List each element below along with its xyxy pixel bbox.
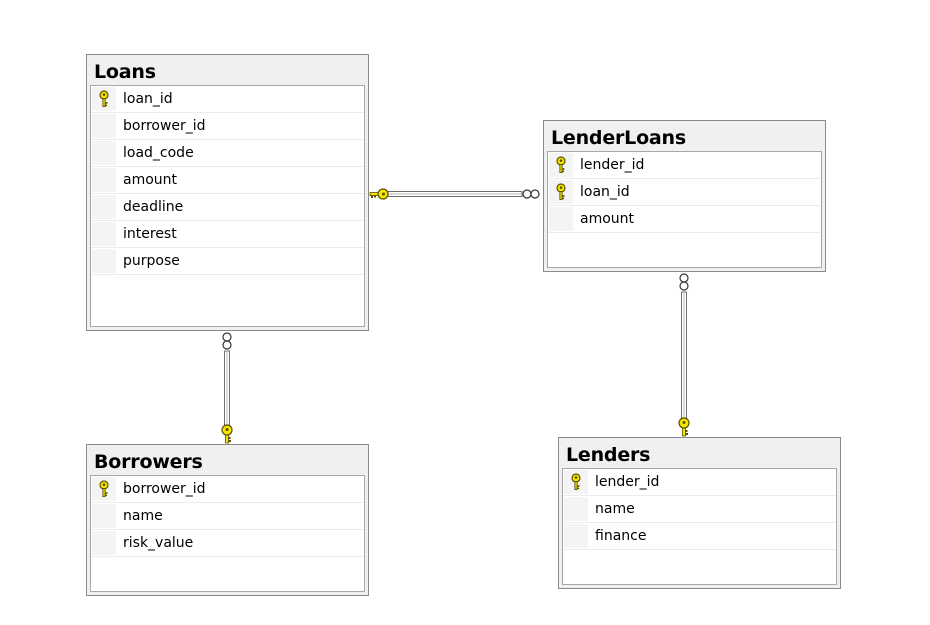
column-row[interactable]: lender_id (548, 152, 821, 179)
column-name: borrower_id (123, 481, 206, 497)
primary-key-icon (97, 480, 111, 498)
column-name: loan_id (580, 184, 630, 200)
column-name: lender_id (595, 474, 660, 490)
column-row[interactable]: loan_id (91, 86, 364, 113)
column-row[interactable]: deadline (91, 194, 364, 221)
column-name: deadline (123, 199, 184, 215)
column-name: lender_id (580, 157, 645, 173)
column-row[interactable]: name (91, 503, 364, 530)
column-name: loan_id (123, 91, 173, 107)
many-end-icon (222, 340, 232, 350)
many-end-icon (679, 273, 689, 283)
row-selector (564, 497, 588, 521)
primary-key-icon (554, 156, 568, 174)
table-title: Lenders (566, 444, 651, 466)
column-row[interactable]: amount (548, 206, 821, 233)
column-row[interactable]: interest (91, 221, 364, 248)
column-row[interactable]: amount (91, 167, 364, 194)
column-row[interactable]: lender_id (563, 469, 836, 496)
column-name: load_code (123, 145, 194, 161)
column-name: interest (123, 226, 177, 242)
column-row[interactable]: borrower_id (91, 476, 364, 503)
row-selector (564, 524, 588, 548)
one-end-key-icon (369, 188, 389, 200)
row-selector (92, 249, 116, 273)
one-end-key-icon (221, 424, 233, 444)
column-row[interactable]: purpose (91, 248, 364, 275)
table-title: LenderLoans (551, 127, 686, 149)
row-selector (92, 531, 116, 555)
one-end-key-icon (678, 417, 690, 437)
table-title: Borrowers (94, 451, 203, 473)
column-name: name (595, 501, 635, 517)
row-selector (92, 222, 116, 246)
column-name: amount (580, 211, 635, 227)
row-selector (92, 195, 116, 219)
many-end-icon (530, 189, 540, 199)
primary-key-icon (554, 183, 568, 201)
column-name: risk_value (123, 535, 194, 551)
column-name: finance (595, 528, 647, 544)
column-name: borrower_id (123, 118, 206, 134)
primary-key-icon (97, 90, 111, 108)
column-row[interactable]: risk_value (91, 530, 364, 557)
many-end-icon (522, 189, 532, 199)
row-selector (92, 504, 116, 528)
column-row[interactable]: loan_id (548, 179, 821, 206)
many-end-icon (679, 281, 689, 291)
primary-key-icon (569, 473, 583, 491)
row-selector (92, 141, 116, 165)
column-row[interactable]: borrower_id (91, 113, 364, 140)
column-name: name (123, 508, 163, 524)
table-title: Loans (94, 61, 156, 83)
column-name: amount (123, 172, 178, 188)
column-row[interactable]: name (563, 496, 836, 523)
column-row[interactable]: finance (563, 523, 836, 550)
column-name: purpose (123, 253, 180, 269)
row-selector (92, 114, 116, 138)
row-selector (92, 168, 116, 192)
column-row[interactable]: load_code (91, 140, 364, 167)
row-selector (549, 207, 573, 231)
many-end-icon (222, 332, 232, 342)
